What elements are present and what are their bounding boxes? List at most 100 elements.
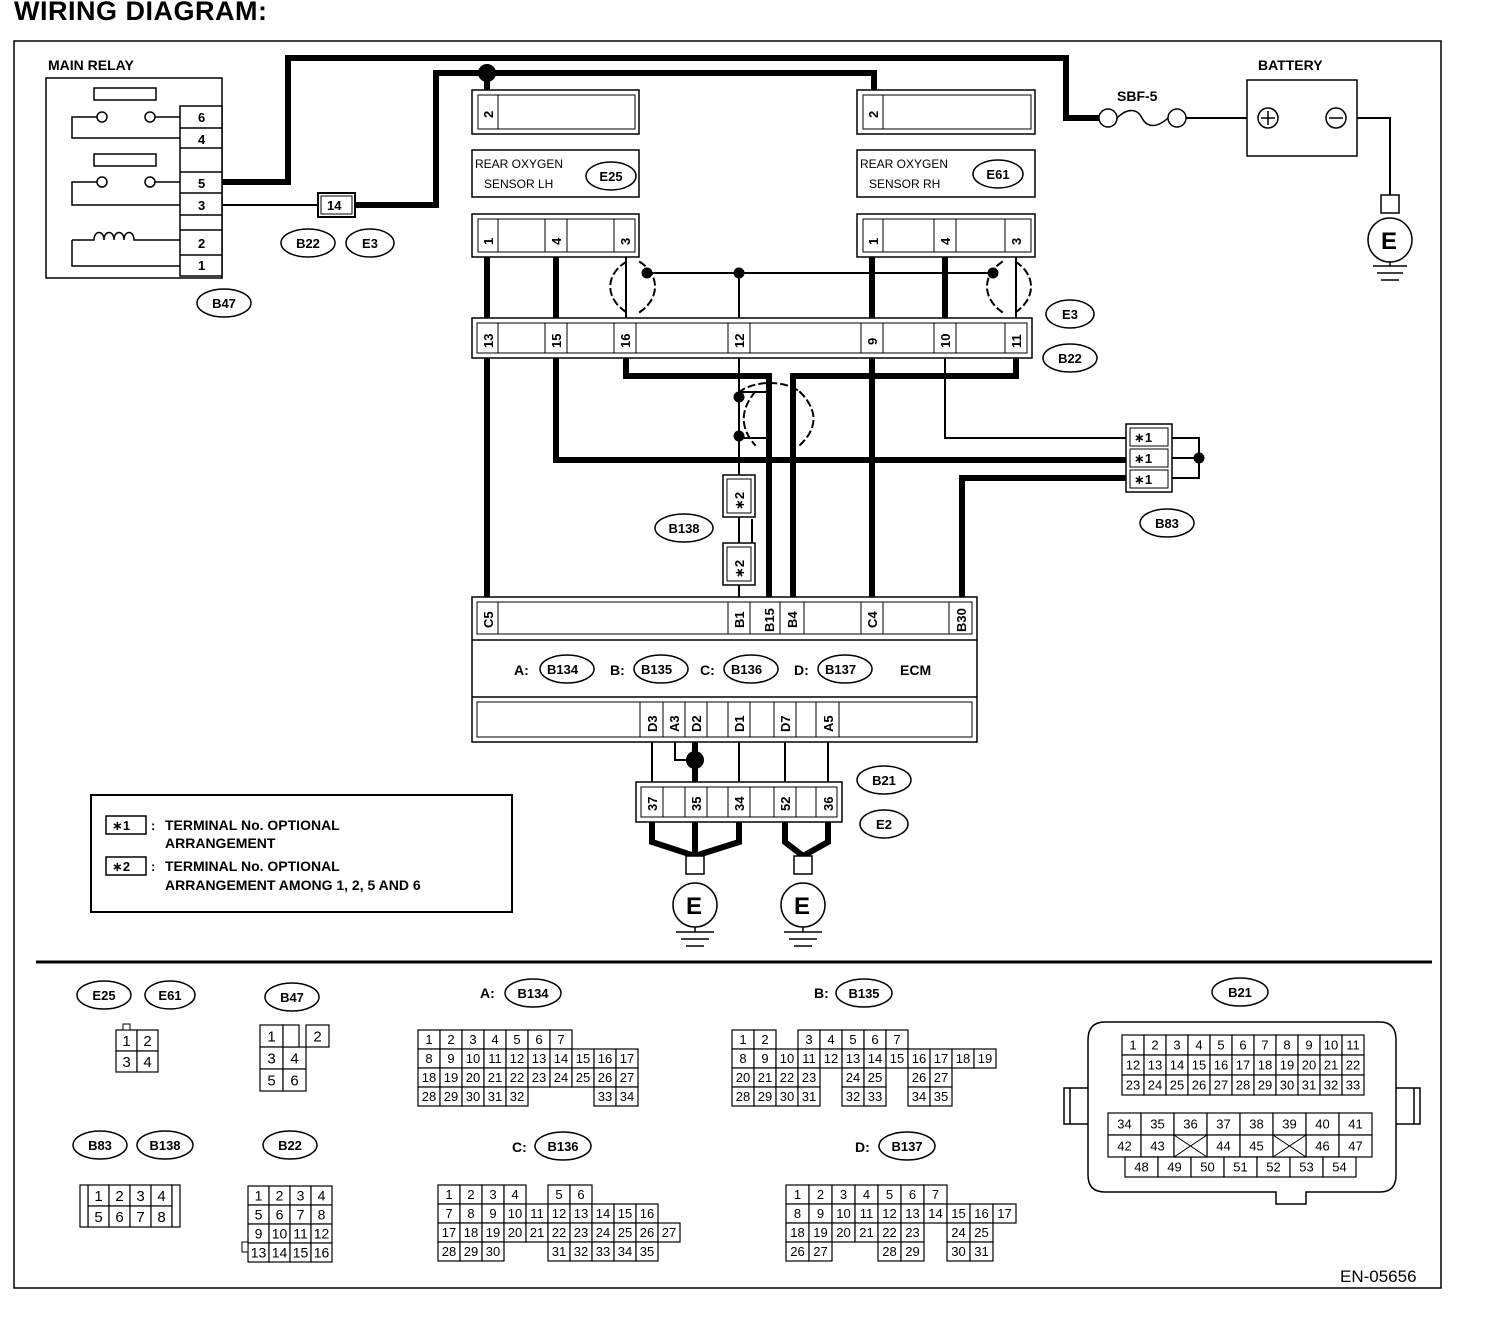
face-pin: 14 (554, 1051, 568, 1066)
face-pin: 7 (932, 1187, 939, 1202)
face-pin: 25 (576, 1070, 590, 1085)
face-pin: 22 (1346, 1058, 1360, 1073)
face-pin: 20 (836, 1225, 850, 1240)
face-pin: 27 (662, 1225, 676, 1240)
face-pin: 10 (466, 1051, 480, 1066)
face-pin: 34 (620, 1089, 634, 1104)
face-pin: 28 (442, 1244, 456, 1259)
face-pin: 20 (1302, 1058, 1316, 1073)
b21-pin: 35 (689, 797, 704, 811)
connector-tag-e25: E25 (76, 980, 132, 1010)
relay-pin: 5 (198, 176, 205, 191)
face-pin: 4 (491, 1032, 498, 1047)
b22-pin: 13 (481, 334, 496, 348)
main-relay: MAIN RELAY 6 4 5 3 2 1 (45, 57, 223, 279)
face-pin: 6 (577, 1187, 584, 1202)
face-pin: 1 (1129, 1038, 1136, 1053)
b22-e3-inline-connector: 14 (317, 192, 356, 218)
face-pin: 1 (425, 1032, 432, 1047)
face-pin: 8 (157, 1209, 165, 1226)
face-pin: 8 (1283, 1038, 1290, 1053)
face-pin: 23 (802, 1070, 816, 1085)
face-pin: 8 (425, 1051, 432, 1066)
face-pin: 33 (868, 1089, 882, 1104)
face-pin: 34 (618, 1244, 632, 1259)
ecm-pin: D3 (645, 715, 660, 732)
face-pin: 11 (293, 1226, 308, 1242)
connector-id: B137 (891, 1139, 922, 1154)
ecm-pin: A3 (667, 715, 682, 732)
face-pin: 52 (1266, 1160, 1280, 1175)
face-pin: 19 (813, 1225, 827, 1240)
face-pin: 6 (871, 1032, 878, 1047)
face-pin: 17 (1236, 1058, 1250, 1073)
legend: ∗1 : TERMINAL No. OPTIONAL ARRANGEMENT ∗… (90, 794, 513, 913)
face-pin: 28 (1236, 1078, 1250, 1093)
face-pin: 23 (1126, 1078, 1140, 1093)
face-pin: 6 (276, 1207, 284, 1223)
face-prefix: C: (512, 1139, 527, 1155)
connector-tag-b47: B47 (196, 288, 252, 318)
face-pin: 16 (1214, 1058, 1228, 1073)
face-pin: 12 (552, 1206, 566, 1221)
face-pin: 45 (1249, 1139, 1263, 1154)
connector-id: B22 (278, 1138, 302, 1153)
face-pin: 43 (1150, 1139, 1164, 1154)
face-pin: 26 (640, 1225, 654, 1240)
face-pin: 26 (1192, 1078, 1206, 1093)
face-pin: 22 (882, 1225, 896, 1240)
document-id: EN-05656 (1340, 1267, 1417, 1286)
face-pin: 31 (552, 1244, 566, 1259)
connector-tag-b21: B21 (856, 765, 912, 795)
face-pin: 51 (1233, 1160, 1247, 1175)
face-pin: 14 (596, 1206, 610, 1221)
face-pin: 15 (890, 1051, 904, 1066)
face-pin: 2 (447, 1032, 454, 1047)
face-pin: 27 (934, 1070, 948, 1085)
b83-pin: ∗1 (1134, 451, 1152, 466)
face-pin: 16 (912, 1051, 926, 1066)
face-pin: 9 (489, 1206, 496, 1221)
face-pin: 10 (272, 1226, 288, 1242)
face-pin: 2 (143, 1033, 151, 1050)
connector-tag-b136: B136 (534, 1131, 592, 1161)
face-pin: 15 (293, 1245, 309, 1261)
ecm-pin: B1 (732, 611, 747, 628)
face-pin: 33 (1346, 1078, 1360, 1093)
battery-label: BATTERY (1258, 57, 1323, 73)
ecm-pin: B15 (762, 608, 777, 632)
face-pin: 22 (510, 1070, 524, 1085)
face-pin: 26 (790, 1244, 804, 1259)
face-pin: 6 (909, 1187, 916, 1202)
b83-pin: ∗1 (1134, 472, 1152, 487)
ecm-pin: A5 (821, 715, 836, 732)
sensor-rh-pin: 4 (938, 237, 953, 245)
connector-tag-b22: B22 (1042, 343, 1098, 373)
face-pin: 12 (314, 1226, 330, 1242)
face-prefix: B: (814, 985, 829, 1001)
face-pin: 47 (1348, 1139, 1362, 1154)
face-pin: 18 (1258, 1058, 1272, 1073)
face-pin: 32 (1324, 1078, 1338, 1093)
main-relay-label: MAIN RELAY (48, 57, 134, 73)
connector-tag-b21: B21 (1211, 977, 1269, 1007)
face-pin: 3 (489, 1187, 496, 1202)
face-pin: 9 (255, 1226, 263, 1242)
junction-dot (478, 64, 496, 82)
battery: BATTERY (1246, 57, 1358, 157)
sensor-rh-pin-top: 2 (866, 111, 881, 118)
ground-e2-right (780, 855, 826, 947)
face-pin: 2 (313, 1028, 321, 1045)
face-pin: 22 (552, 1225, 566, 1240)
face-pin: 35 (934, 1089, 948, 1104)
face-pin: 9 (447, 1051, 454, 1066)
sensor-rh-pin: 3 (1009, 238, 1024, 245)
face-pin: 4 (1195, 1038, 1202, 1053)
face-pin: 26 (598, 1070, 612, 1085)
face-pin: 2 (276, 1188, 284, 1204)
face-pin: 14 (272, 1245, 288, 1261)
